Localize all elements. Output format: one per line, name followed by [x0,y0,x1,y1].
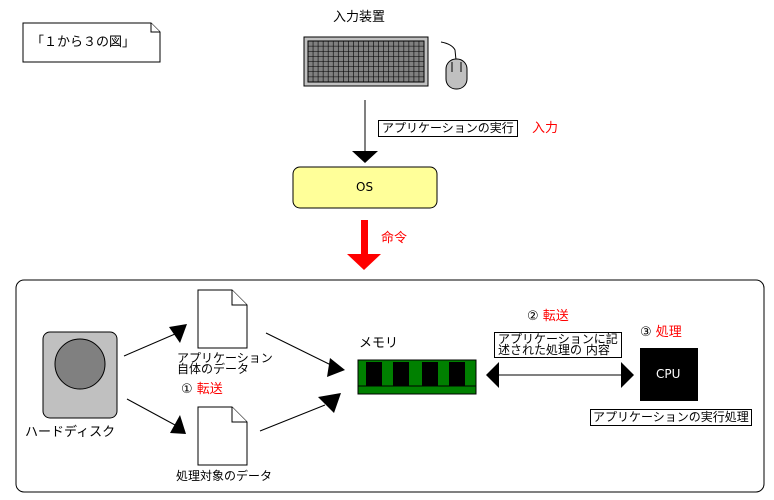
hard-disk-label: ハードディスク [25,425,116,440]
computer-boundary [15,279,765,493]
memory-chip [366,362,382,386]
memory-chip [449,362,465,386]
input-step-red-label: 入力 [532,121,559,136]
hard-disk-icon [42,331,118,419]
step2-content-line2: 述された処理の 内容 [498,343,610,357]
step2-number: ② [527,309,539,324]
arrow-disk-to-target-data [126,398,186,434]
arrow-memory-cpu [486,362,634,388]
input-step-box: アプリケーションの実行 [378,120,518,137]
step1-label: ① 転送 [181,383,223,396]
memory-label: メモリ [359,336,399,351]
step2-label: ② 転送 [527,310,569,323]
command-arrow [347,220,381,270]
arrow-target-data-to-memory [259,393,341,432]
title-note-text: 「１から３の図」 [31,35,136,50]
step3-label: ③ 処理 [640,326,682,339]
arrow-disk-to-app-data [123,324,187,357]
memory-chip [422,362,438,386]
step2-content-line1: アプリケーションに記 [498,332,618,346]
step2-red-label: 転送 [542,309,569,324]
step1-number: ① [181,382,193,397]
step3-red-label: 処理 [655,325,682,340]
step2-content-box: アプリケーションに記 述された処理の 内容 [494,332,622,358]
title-note [22,22,161,63]
memory-module-icon [357,359,477,395]
cpu-caption-box: アプリケーションの実行処理 [590,409,752,426]
app-data-label: アプリケーション 自体のデータ [177,351,273,376]
app-data-label-line1: アプリケーション [177,351,273,365]
command-red-label: 命令 [381,231,408,246]
app-data-file-icon [197,289,248,349]
cpu-label: CPU [656,367,681,381]
app-data-label-line2: 自体のデータ [177,362,250,376]
step3-number: ③ [640,325,652,340]
step1-red-label: 転送 [196,382,223,397]
target-data-file-icon [197,406,248,466]
memory-chip [393,362,409,386]
os-label: OS [356,180,374,194]
input-arrow [352,100,378,163]
cpu-chip [640,348,698,401]
keyboard-icon [303,36,429,87]
arrow-app-data-to-memory [265,332,345,377]
target-data-label: 処理対象のデータ [176,469,273,483]
mouse-icon [440,41,468,90]
input-device-label: 入力装置 [333,10,386,25]
os-box [292,166,438,209]
